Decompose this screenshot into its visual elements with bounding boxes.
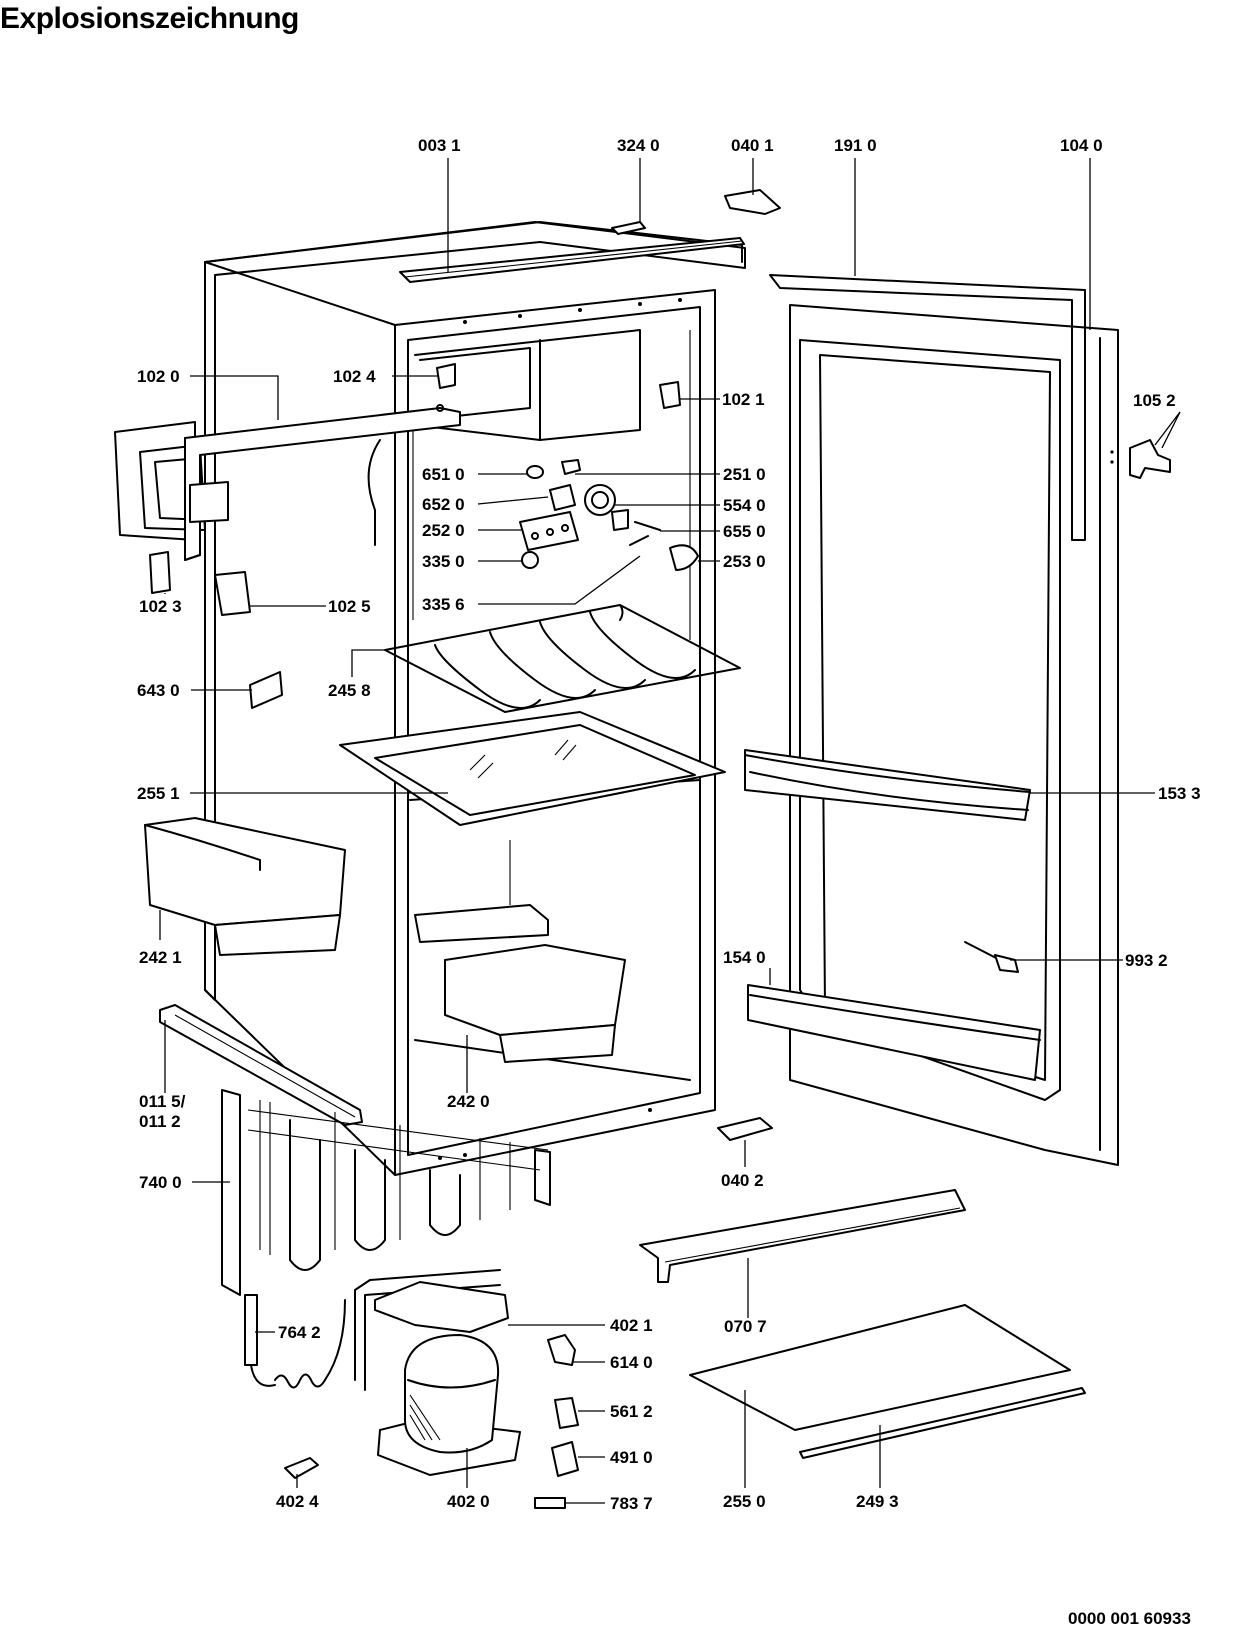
drawer-242-0 bbox=[414, 904, 626, 1063]
label-335-6: 335 6 bbox=[422, 595, 465, 614]
label-402-1: 402 1 bbox=[610, 1316, 653, 1335]
part-643-0 bbox=[249, 671, 283, 709]
part-783-7 bbox=[534, 1497, 566, 1509]
glass-plate bbox=[689, 1304, 1071, 1431]
label-153-3: 153 3 bbox=[1158, 784, 1201, 803]
label-102-4: 102 4 bbox=[333, 367, 376, 386]
lower-rail bbox=[159, 1004, 363, 1126]
label-651-0: 651 0 bbox=[422, 465, 465, 484]
label-242-1: 242 1 bbox=[139, 948, 182, 967]
label-652-0: 652 0 bbox=[422, 495, 465, 514]
drawer-242-1 bbox=[144, 817, 346, 956]
leader-lines bbox=[159, 158, 1181, 1504]
part-561-2 bbox=[554, 1397, 579, 1429]
label-251-0: 251 0 bbox=[723, 465, 766, 484]
part-102-1 bbox=[659, 381, 681, 409]
label-040-1: 040 1 bbox=[731, 136, 774, 155]
part-040-2 bbox=[717, 1117, 773, 1141]
glass-shelf bbox=[339, 711, 726, 826]
part-102-5 bbox=[214, 571, 251, 616]
label-783-7: 783 7 bbox=[610, 1494, 653, 1513]
compressor bbox=[354, 1269, 521, 1476]
part-402-4 bbox=[284, 1457, 319, 1479]
page-title: Explosionszeichnung bbox=[0, 2, 299, 35]
part-102-3 bbox=[149, 551, 171, 594]
label-104-0: 104 0 bbox=[1060, 136, 1103, 155]
label-011-2: 011 2 bbox=[139, 1112, 181, 1131]
label-655-0: 655 0 bbox=[723, 522, 766, 541]
label-324-0: 324 0 bbox=[617, 136, 660, 155]
document-number: 0000 001 60933 bbox=[1068, 1609, 1191, 1628]
label-554-0: 554 0 bbox=[723, 496, 766, 515]
freezer-door bbox=[114, 404, 461, 561]
label-993-2: 993 2 bbox=[1125, 951, 1168, 970]
condenser bbox=[221, 1089, 551, 1296]
top-rail bbox=[399, 237, 745, 283]
label-402-0: 402 0 bbox=[447, 1492, 490, 1511]
label-249-3: 249 3 bbox=[856, 1492, 899, 1511]
label-252-0: 252 0 bbox=[422, 521, 465, 540]
part-402-1 bbox=[374, 1281, 509, 1333]
label-335-0: 335 0 bbox=[422, 552, 465, 571]
label-740-0: 740 0 bbox=[139, 1173, 182, 1192]
cabinet-body bbox=[204, 221, 746, 1176]
part-040-1 bbox=[724, 189, 781, 215]
label-191-0: 191 0 bbox=[834, 136, 877, 155]
label-154-0: 154 0 bbox=[723, 948, 766, 967]
part-105-2 bbox=[1110, 439, 1171, 479]
part-491-0 bbox=[551, 1441, 579, 1477]
label-561-2: 561 2 bbox=[610, 1402, 653, 1421]
label-102-0: 102 0 bbox=[137, 367, 180, 386]
label-245-8: 245 8 bbox=[328, 681, 371, 700]
label-011-5: 011 5/ bbox=[139, 1092, 186, 1111]
label-102-1: 102 1 bbox=[722, 390, 765, 409]
part-324-0 bbox=[611, 221, 646, 235]
label-040-2: 040 2 bbox=[721, 1171, 764, 1190]
label-255-1: 255 1 bbox=[137, 784, 180, 803]
trim-strip bbox=[799, 1387, 1086, 1459]
label-643-0: 643 0 bbox=[137, 681, 180, 700]
label-491-0: 491 0 bbox=[610, 1448, 653, 1467]
label-242-0: 242 0 bbox=[447, 1092, 490, 1111]
evaporator bbox=[384, 604, 741, 713]
label-102-5: 102 5 bbox=[328, 597, 371, 616]
drier-764-2 bbox=[244, 1294, 346, 1389]
label-614-0: 614 0 bbox=[610, 1353, 653, 1372]
label-105-2: 105 2 bbox=[1133, 391, 1176, 410]
label-255-0: 255 0 bbox=[723, 1492, 766, 1511]
label-070-7: 070 7 bbox=[724, 1317, 767, 1336]
door bbox=[744, 274, 1119, 1166]
label-003-1: 003 1 bbox=[418, 136, 461, 155]
part-614-0 bbox=[547, 1334, 576, 1366]
part-labels: 003 1 324 0 040 1 191 0 104 0 102 0 102 … bbox=[137, 136, 1201, 1513]
label-764-2: 764 2 bbox=[278, 1323, 321, 1342]
label-402-4: 402 4 bbox=[276, 1492, 319, 1511]
control-parts bbox=[519, 459, 699, 571]
plinth bbox=[639, 1189, 966, 1283]
part-102-4 bbox=[436, 363, 456, 389]
label-102-3: 102 3 bbox=[139, 597, 182, 616]
label-253-0: 253 0 bbox=[723, 552, 766, 571]
